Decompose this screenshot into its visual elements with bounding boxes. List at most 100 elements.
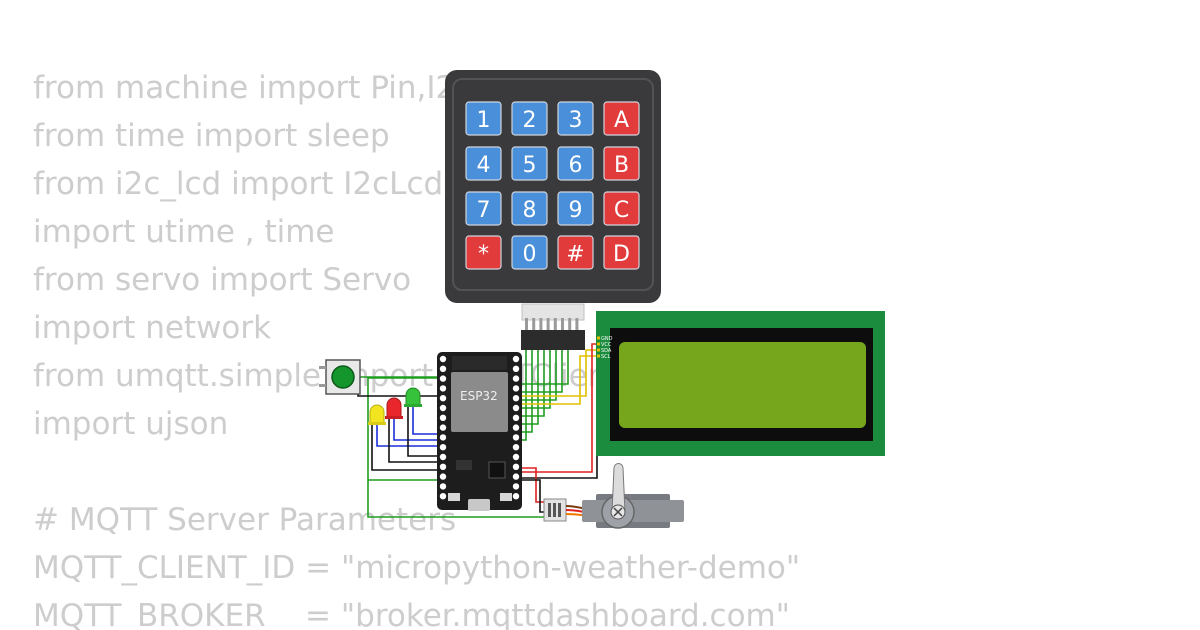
esp32-pin[interactable]	[512, 453, 520, 461]
wire-led-yellow[interactable]	[376, 424, 440, 447]
keypad-key-label: #	[566, 242, 584, 267]
keypad-connector	[521, 303, 585, 321]
code-line: from servo import Servo	[33, 262, 412, 298]
code-line: import ujson	[33, 406, 229, 442]
esp32-pin[interactable]	[512, 463, 520, 470]
esp32-pin[interactable]	[512, 493, 520, 500]
lcd-pin[interactable]	[597, 348, 600, 352]
esp32-board-icon[interactable]: ESP32	[437, 352, 522, 511]
code-line: import network	[33, 310, 272, 346]
wire-lcd-sda[interactable]	[512, 349, 600, 397]
esp32-pin[interactable]	[512, 385, 520, 392]
esp32-pin[interactable]	[512, 473, 520, 480]
keypad-key[interactable]: 2	[511, 101, 548, 136]
esp32-pin[interactable]	[439, 444, 447, 451]
keypad-key[interactable]: 0	[511, 235, 548, 270]
push-button-cap[interactable]	[331, 365, 355, 389]
esp32-en-button[interactable]	[500, 493, 512, 501]
esp32-chip	[488, 461, 506, 479]
keypad-key[interactable]: A	[603, 101, 640, 136]
wire-keypad-7[interactable]	[512, 348, 563, 393]
keypad-key-face	[465, 146, 502, 181]
keypad-key[interactable]: 5	[511, 146, 548, 181]
esp32-pin[interactable]	[512, 395, 520, 402]
keypad-key-label: *	[478, 242, 489, 267]
wire-keypad-5[interactable]	[512, 348, 551, 409]
keypad-key-label: 6	[569, 153, 583, 178]
esp32-pin[interactable]	[512, 424, 520, 431]
esp32-pin[interactable]	[512, 483, 520, 490]
lcd-pin[interactable]	[597, 354, 600, 358]
wire-keypad-6[interactable]	[512, 348, 557, 401]
led-green-icon[interactable]	[404, 387, 422, 407]
keypad-key-label: 0	[523, 242, 537, 267]
wire-loop-green[interactable]	[367, 377, 546, 518]
esp32-pin[interactable]	[512, 404, 520, 412]
wire-led-gnd-1[interactable]	[371, 424, 440, 471]
keypad-key[interactable]: 9	[557, 191, 594, 226]
esp32-pin[interactable]	[439, 404, 447, 412]
esp32-pin[interactable]	[512, 444, 520, 451]
esp32-pin[interactable]	[439, 365, 447, 372]
keypad-key-label: 5	[523, 153, 537, 178]
wire-keypad-8[interactable]	[512, 348, 569, 385]
esp32-pin[interactable]	[439, 385, 447, 392]
wire-led-green[interactable]	[412, 406, 440, 435]
keypad-key-face	[557, 101, 594, 136]
keypad-key-label: B	[614, 153, 629, 178]
lcd-pin-label: SDA	[601, 348, 612, 354]
esp32-pin[interactable]	[439, 375, 447, 382]
keypad-key[interactable]: C	[603, 191, 640, 226]
push-button-icon[interactable]	[319, 359, 361, 395]
servo-motor-icon[interactable]	[543, 463, 684, 529]
lcd-pin[interactable]	[597, 342, 600, 346]
esp32-usb-port[interactable]	[468, 499, 490, 511]
esp32-pin[interactable]	[439, 453, 447, 461]
esp32-pin[interactable]	[439, 483, 447, 490]
keypad-key[interactable]: 8	[511, 191, 548, 226]
wire-keypad-4[interactable]	[512, 348, 545, 417]
wire-led-red[interactable]	[393, 418, 440, 441]
esp32-pin[interactable]	[439, 434, 447, 441]
esp32-pin[interactable]	[512, 365, 520, 372]
esp32-boot-button[interactable]	[448, 493, 460, 501]
keypad-key-face	[603, 235, 640, 270]
esp32-pin[interactable]	[439, 473, 447, 480]
esp32-pin[interactable]	[439, 355, 447, 363]
servo-horn[interactable]	[611, 463, 626, 513]
keypad-key-face	[511, 101, 548, 136]
wire-led-gnd-2[interactable]	[388, 418, 440, 463]
keypad-key[interactable]: 3	[557, 101, 594, 136]
keypad-key-face	[603, 146, 640, 181]
esp32-pin[interactable]	[439, 463, 447, 470]
led-red-icon[interactable]	[385, 397, 403, 419]
keypad-key[interactable]: 7	[465, 191, 502, 226]
keypad-key[interactable]: D	[603, 235, 640, 270]
wire-lcd-scl[interactable]	[512, 355, 600, 405]
wire-led-gnd-3[interactable]	[407, 406, 440, 457]
esp32-pin[interactable]	[439, 414, 447, 421]
keypad-key[interactable]: 1	[465, 101, 502, 136]
wire-servo-gnd[interactable]	[520, 479, 546, 513]
esp32-pin[interactable]	[512, 434, 520, 441]
esp32-pin[interactable]	[439, 493, 447, 500]
esp32-pin[interactable]	[512, 355, 520, 363]
esp32-pin[interactable]	[439, 424, 447, 431]
lcd-pin[interactable]	[597, 336, 600, 340]
keypad-key[interactable]: #	[557, 235, 594, 270]
lcd-pin-label: SCL	[601, 354, 611, 360]
esp32-module	[451, 372, 508, 432]
keypad-key[interactable]: B	[603, 146, 640, 181]
lcd-pin-label: GND	[601, 336, 613, 342]
led-yellow-icon[interactable]	[368, 404, 386, 425]
wire-button-2[interactable]	[357, 382, 440, 397]
esp32-pin[interactable]	[439, 395, 447, 402]
esp32-pin[interactable]	[512, 414, 520, 421]
esp32-pin[interactable]	[512, 375, 520, 382]
keypad-key[interactable]: 6	[557, 146, 594, 181]
keypad-key[interactable]: 4	[465, 146, 502, 181]
keypad-key[interactable]: *	[465, 235, 502, 270]
wire-servo-signal[interactable]	[520, 467, 546, 503]
